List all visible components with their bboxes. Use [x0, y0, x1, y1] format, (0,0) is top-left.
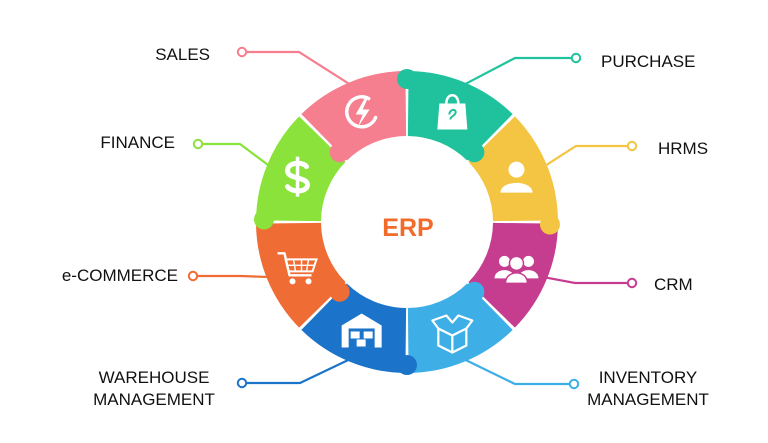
user-icon [500, 161, 533, 193]
label-inventory-management: INVENTORY MANAGEMENT [587, 368, 709, 409]
puzzle-knob [464, 142, 485, 163]
label-ecommerce: e-COMMERCE [61, 266, 178, 285]
connector-line-purchase [460, 56, 578, 87]
users-group-icon [494, 255, 539, 285]
open-box-icon [431, 314, 474, 354]
puzzle-knob [329, 142, 350, 163]
segment-sales [301, 71, 407, 161]
label-hrms: HRMS [658, 139, 709, 158]
connector-dot-purchase [570, 52, 582, 64]
connector-line-warehouse [240, 357, 354, 385]
shopping-cart-icon [277, 252, 318, 285]
warehouse-icon [341, 313, 382, 348]
connector-dot-finance [192, 138, 204, 150]
connector-line-crm [542, 275, 634, 285]
connector-line-hrms [542, 144, 634, 169]
puzzle-knob [254, 209, 275, 230]
label-sales: SALES [155, 45, 210, 64]
label-purchase: PURCHASE [601, 52, 696, 71]
puzzle-knob [329, 281, 350, 302]
label-warehouse-management: WAREHOUSE MANAGEMENT [93, 368, 215, 409]
connector-dot-sales [236, 46, 248, 58]
connector-dot-crm [626, 277, 638, 289]
connector-line-finance [196, 142, 272, 169]
dollar-icon [285, 156, 311, 197]
puzzle-knob [397, 69, 417, 89]
connector-line-inventory [460, 357, 576, 386]
connector-dot-warehouse [236, 377, 248, 389]
connector-dot-inventory [568, 378, 580, 390]
connector-dot-ecommerce [187, 270, 199, 282]
puzzle-knob [539, 214, 560, 235]
connector-line-ecommerce [191, 274, 272, 279]
connector-dot-hrms [626, 140, 638, 152]
segment-inventory [407, 283, 513, 373]
sales-logo-icon [345, 95, 378, 129]
label-finance: FINANCE [100, 133, 175, 152]
shopping-bag-icon [437, 94, 468, 130]
puzzle-knob [397, 355, 417, 375]
center-title: ERP [382, 214, 434, 242]
label-crm: CRM [654, 275, 693, 294]
connector-line-sales [240, 50, 354, 87]
segment-finance [256, 116, 346, 222]
puzzle-knob [464, 281, 485, 302]
